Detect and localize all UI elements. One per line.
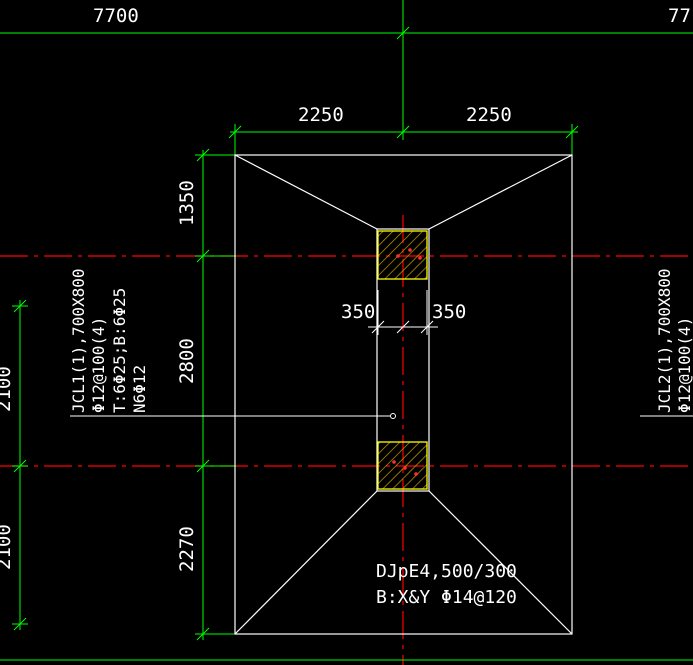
footing-label-line1: DJpE4,500/300: [376, 561, 517, 582]
beam-left-line1: JCL1(1),700X800: [69, 269, 88, 414]
top-dimension-line: [0, 0, 693, 130]
footing-top-dim-left: 2250: [298, 104, 344, 126]
left-axis-dim-upper: 2100: [0, 366, 15, 412]
column-dim-left: 350: [341, 301, 375, 323]
left-axis-dimension: [12, 299, 28, 631]
left-axis-dim-lower: 2100: [0, 524, 15, 570]
beam-left-line2: Φ12@100(4): [89, 317, 108, 413]
top-dimension-right: 77: [668, 5, 691, 27]
beam-left-line4: N6Φ12: [130, 365, 149, 413]
beam-left-annotation: JCL1(1),700X800 Φ12@100(4) T:6Φ25;B:6Φ25…: [69, 269, 149, 414]
column-dim-right: 350: [432, 301, 466, 323]
footing-left-dim-top: 1350: [176, 180, 198, 226]
beam-right-line1: JCL2(1),700X800: [655, 269, 674, 414]
footing-label-line2: B:X&Y Φ14@120: [376, 587, 517, 608]
column-width-dimension: [368, 290, 438, 335]
beam-left-line3: T:6Φ25;B:6Φ25: [110, 288, 129, 413]
beam-right-annotation: JCL2(1),700X800 Φ12@100(4): [640, 269, 693, 417]
axis-lines: [0, 215, 693, 665]
footing-top-dim-right: 2250: [466, 104, 512, 126]
footing-top-dimension: [228, 124, 579, 155]
column-lower: [377, 441, 428, 490]
footing-left-dim-middle: 2800: [176, 338, 198, 384]
footing-label: DJpE4,500/300 B:X&Y Φ14@120: [376, 561, 517, 608]
beam-leader: [70, 413, 396, 419]
footing-left-dimension: [195, 148, 236, 641]
beam-right-line2: Φ12@100(4): [675, 317, 693, 413]
footing-left-dim-bottom: 2270: [176, 526, 198, 572]
footing-outline: [234, 154, 573, 635]
column-upper: [377, 230, 428, 280]
top-dimension-left: 7700: [93, 5, 139, 27]
